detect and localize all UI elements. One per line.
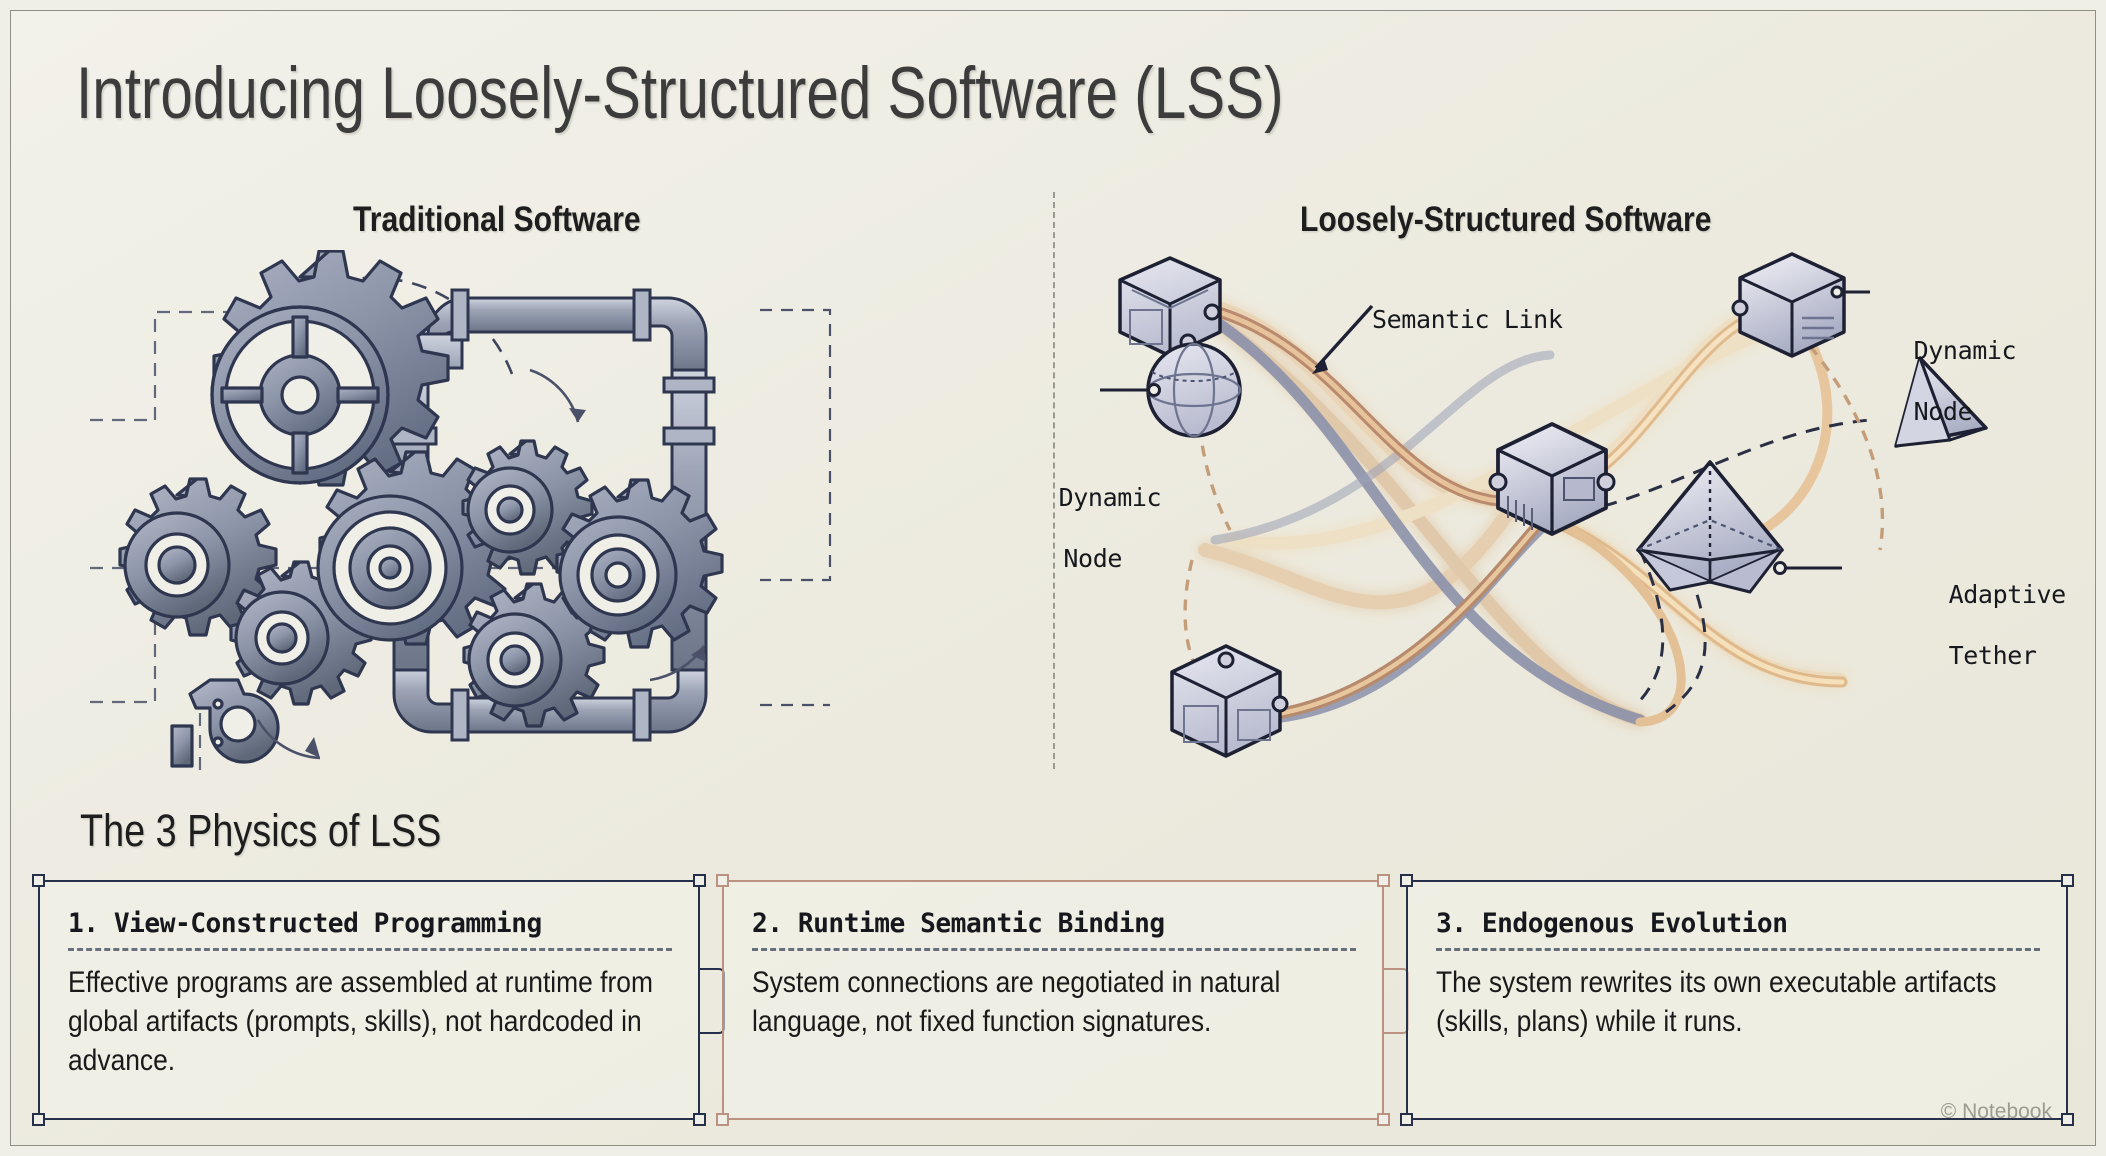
panel-heading-lss: Loosely-Structured Software	[1300, 200, 1712, 239]
card-title: 2. Runtime Semantic Binding	[752, 908, 1165, 939]
card-corner-mark	[716, 1113, 729, 1126]
section-title: The 3 Physics of LSS	[80, 805, 442, 856]
node-cube-top-right	[1731, 252, 1846, 358]
annotation-dynamic-node-left: Dynamic Node	[1000, 452, 1162, 605]
node-tetrahedron-right	[1894, 356, 1988, 448]
card-body: The system rewrites its own executable a…	[1436, 966, 1997, 1038]
card-divider	[68, 948, 672, 951]
lss-illustration	[1100, 252, 1988, 758]
semantic-link-arrowhead	[1312, 358, 1328, 374]
card-corner-mark	[1400, 874, 1413, 887]
card-corner-mark	[693, 874, 706, 887]
card-corner-mark	[2061, 1113, 2074, 1126]
physics-card-3[interactable]: 3. Endogenous Evolution The system rewri…	[1400, 874, 2074, 1126]
annotation-line-2: Node	[1913, 396, 1973, 426]
node-cube-top-left	[1118, 256, 1222, 358]
watermark: © Notebook	[1940, 1100, 2052, 1123]
card-corner-mark	[693, 1113, 706, 1126]
card-corner-mark	[1377, 874, 1390, 887]
node-cube-bottom-left	[1170, 644, 1289, 758]
card-divider	[1436, 948, 2040, 951]
card-divider	[752, 948, 1356, 951]
leader-lines	[1100, 285, 1870, 575]
physics-card-1[interactable]: 1. View-Constructed Programming Effectiv…	[32, 874, 725, 1126]
physics-card-list: 1. View-Constructed Programming Effectiv…	[32, 874, 2074, 1126]
page-title: Introducing Loosely-Structured Software …	[76, 53, 1284, 134]
card-title: 3. Endogenous Evolution	[1436, 908, 1788, 939]
panel-heading-traditional: Traditional Software	[353, 200, 641, 239]
semantic-link-arrow	[1314, 304, 1374, 370]
node-cube-center	[1488, 422, 1616, 536]
node-sphere	[1146, 342, 1242, 438]
physics-card-2[interactable]: 2. Runtime Semantic Binding System conne…	[716, 874, 1409, 1126]
card-body: Effective programs are assembled at runt…	[68, 966, 653, 1077]
annotation-line-1: Dynamic	[1913, 335, 2017, 365]
annotation-line-1: Adaptive	[1948, 579, 2067, 609]
card-corner-mark	[32, 874, 45, 887]
annotation-line-2: Tether	[1948, 640, 2037, 670]
card-corner-mark	[1377, 1113, 1390, 1126]
card-corner-mark	[32, 1113, 45, 1126]
card-corner-mark	[2061, 874, 2074, 887]
card-body: System connections are negotiated in nat…	[752, 966, 1281, 1038]
annotation-semantic-link: Semantic Link	[1372, 305, 1563, 334]
panel-divider	[1053, 192, 1055, 769]
annotation-adaptive-tether: Adaptive Tether	[1890, 549, 2067, 702]
card-corner-mark	[1400, 1113, 1413, 1126]
node-bipyramid	[1636, 460, 1784, 594]
annotation-dynamic-node-right: Dynamic Node	[1855, 305, 2017, 458]
card-corner-mark	[716, 874, 729, 887]
card-title: 1. View-Constructed Programming	[68, 908, 542, 939]
traditional-software-illustration	[90, 250, 832, 770]
annotation-line-2: Node	[1063, 543, 1122, 573]
annotation-line-1: Dynamic	[1058, 482, 1162, 512]
